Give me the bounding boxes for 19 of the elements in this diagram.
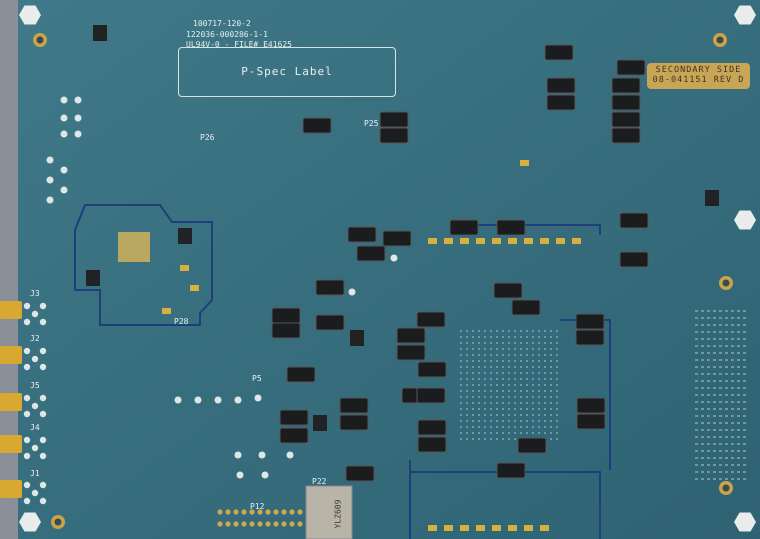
silkscreen-text: P12 — [250, 503, 264, 511]
silkscreen-text: J2 — [30, 335, 40, 343]
silkscreen-text: J4 — [30, 424, 40, 432]
silkscreen-text: 100717-120-2 — [193, 20, 251, 28]
silkscreen-text: J3 — [30, 290, 40, 298]
silkscreen-text: P5 — [252, 375, 262, 383]
board-marking: P-Spec Label — [241, 66, 333, 78]
board-marking: SECONDARY SIDE 08-041151 REV D — [652, 66, 746, 86]
silkscreen-text: P25 — [364, 120, 378, 128]
silkscreen-text: P26 — [200, 134, 214, 142]
silkscreen-text: P28 — [174, 318, 188, 326]
silkscreen-text: J1 — [30, 470, 40, 478]
silkscreen-text: J5 — [30, 382, 40, 390]
silkscreen-text: YLZ609 — [334, 500, 342, 528]
nameplate — [647, 63, 750, 89]
silkscreen-text: UL94V-0 - FILE# E41625 — [186, 41, 292, 49]
label-area — [178, 47, 396, 97]
silkscreen-text: 122036-000286-1-1 — [186, 31, 268, 39]
silkscreen-text: P22 — [312, 478, 326, 486]
